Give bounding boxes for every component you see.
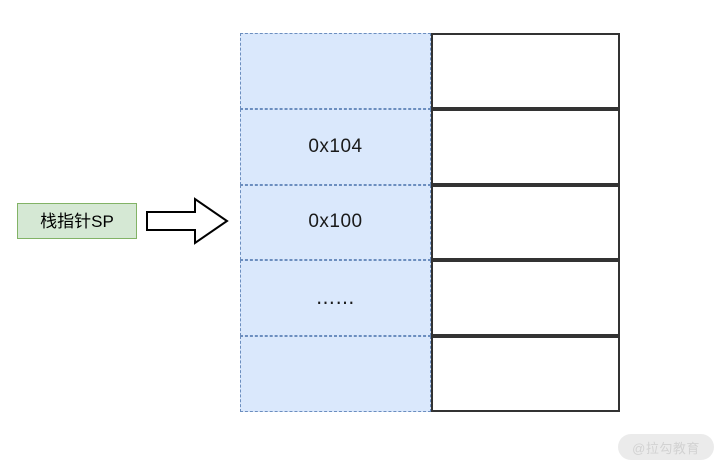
memory-address-cell [240, 336, 431, 412]
right-block-arrow-icon [145, 196, 229, 246]
table-row: …… [240, 260, 620, 337]
table-row [240, 33, 620, 109]
table-row: 0x104 [240, 108, 620, 185]
memory-table: 0x104 0x100 …… [240, 33, 620, 412]
stack-pointer-label: 栈指针SP [17, 203, 137, 239]
table-row [240, 336, 620, 412]
memory-value-cell [431, 108, 620, 185]
watermark: @拉勾教育 [618, 434, 714, 460]
memory-value-cell [431, 33, 620, 109]
memory-value-cell [431, 260, 620, 337]
memory-address-cell [240, 33, 431, 109]
memory-address-cell: 0x100 [240, 184, 431, 261]
memory-value-cell [431, 184, 620, 261]
memory-value-cell [431, 336, 620, 412]
table-row: 0x100 [240, 184, 620, 261]
memory-address-cell: 0x104 [240, 108, 431, 185]
memory-address-cell: …… [240, 260, 431, 337]
